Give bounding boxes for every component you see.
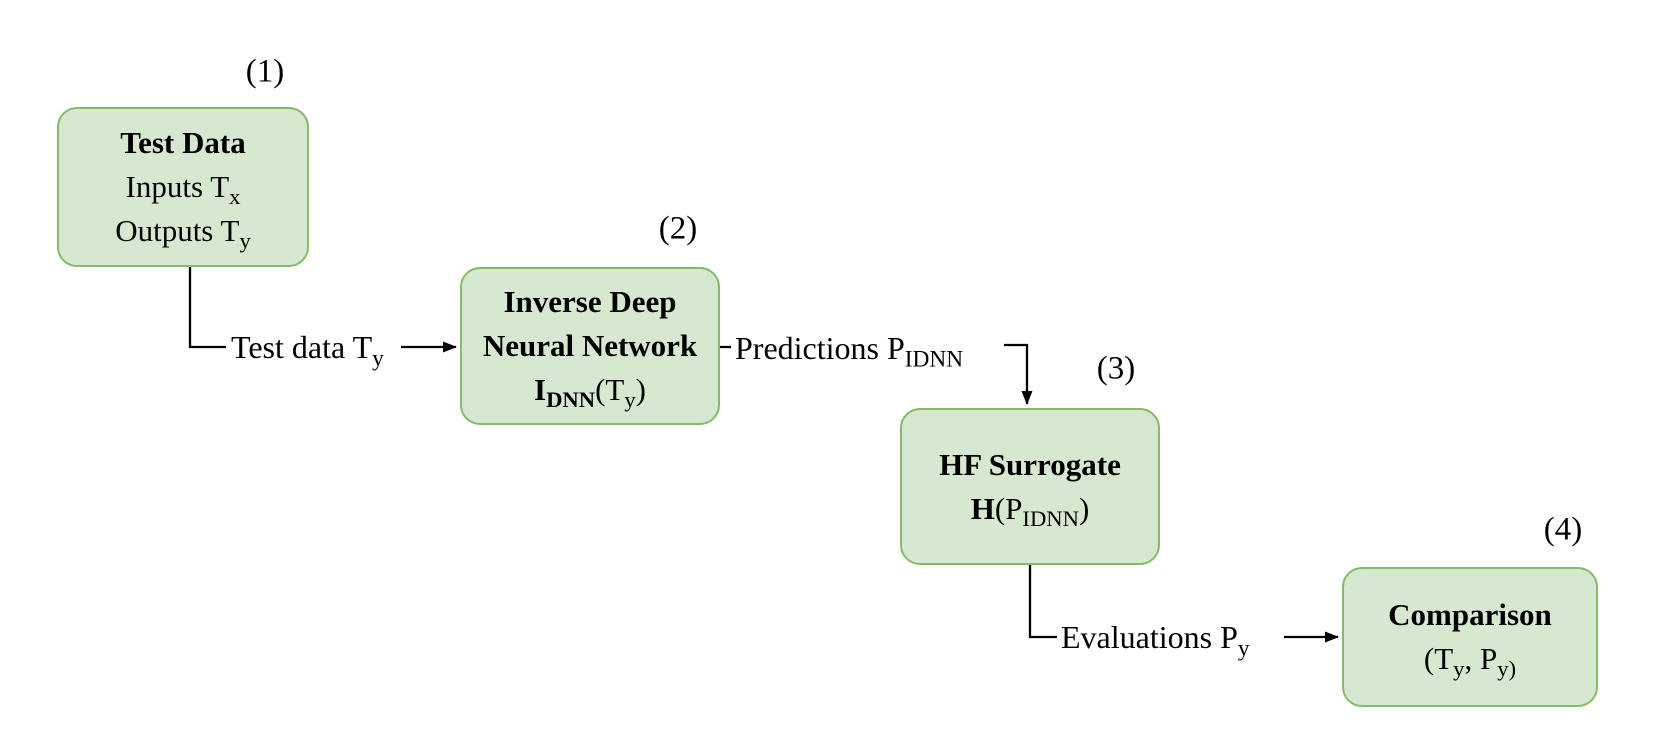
box-hf-surrogate: HF Surrogate H(PIDNN) <box>900 408 1160 565</box>
edge-idnn-to-surrogate-arrow <box>1004 343 1033 405</box>
step-number-1: (1) <box>245 53 285 90</box>
step-number-2: (2) <box>658 210 698 247</box>
box-hf-surrogate-title: HF Surrogate <box>939 446 1121 482</box>
box-comparison-formula: (Ty, Py) <box>1423 641 1517 682</box>
box-test-data-inputs: Inputs Tx <box>125 169 241 210</box>
edge-label-predictions-pidnn: Predictions PIDNN <box>735 330 964 373</box>
step-number-3: (3) <box>1096 350 1136 387</box>
box-test-data-outputs: Outputs Ty <box>115 213 251 254</box>
step-number-4: (4) <box>1543 511 1583 548</box>
box-comparison-title: Comparison <box>1388 597 1552 632</box>
edge-label-test-data-ty: Test data Ty <box>231 329 384 372</box>
box-idnn-title-line-2: Neural Network <box>482 328 698 363</box>
edge-test-data-to-idnn-elbow <box>188 267 226 349</box>
box-idnn-title-line-1: Inverse Deep <box>503 284 677 319</box>
edge-surrogate-to-comparison-elbow <box>1028 565 1057 639</box>
edge-label-evaluations-py: Evaluations Py <box>1061 619 1250 662</box>
box-test-data-title: Test Data <box>120 125 246 160</box>
box-idnn-formula: IDNN(Ty) <box>533 372 646 413</box>
box-hf-surrogate-formula: H(PIDNN) <box>970 490 1090 531</box>
box-inverse-deep-neural-network: Inverse Deep Neural Network IDNN(Ty) <box>460 267 720 425</box>
box-comparison: Comparison (Ty, Py) <box>1342 567 1598 707</box>
box-test-data: Test Data Inputs Tx Outputs Ty <box>57 107 309 267</box>
